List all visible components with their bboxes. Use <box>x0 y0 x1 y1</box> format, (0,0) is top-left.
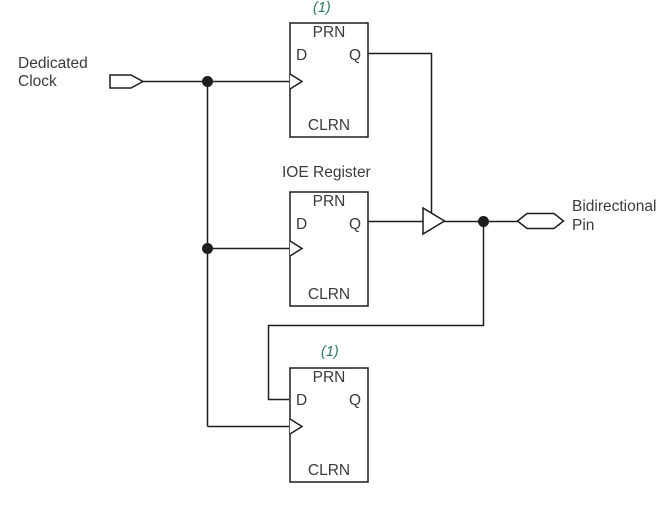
dedicated-clock-pin-icon <box>109 74 145 89</box>
d-input-label: D <box>296 47 308 64</box>
oe-register-box <box>289 22 369 138</box>
clock-edge-icon-middle <box>289 240 304 257</box>
wire-pin-feedback-to-input-register <box>267 221 485 401</box>
d-input-label: D <box>296 392 308 409</box>
note-annotation-bottom: (1) <box>321 344 339 360</box>
prn-label: PRN <box>312 193 346 210</box>
d-input-label: D <box>296 216 308 233</box>
bidirectional-pin-icon <box>516 212 565 230</box>
dedicated-clock-label-line2: Clock <box>18 73 57 90</box>
dedicated-clock-label: Dedicated Clock <box>18 55 88 91</box>
junction-dot-pin-node <box>478 216 489 227</box>
tristate-buffer-icon <box>422 206 446 236</box>
clock-edge-icon-bottom <box>289 418 304 435</box>
note-annotation-top: (1) <box>313 0 331 16</box>
clrn-label: CLRN <box>307 286 351 303</box>
clrn-label: CLRN <box>307 462 351 479</box>
oe-register: PRN D Q CLRN <box>290 23 368 137</box>
junction-dot-clock-top <box>202 76 213 87</box>
input-register: PRN D Q CLRN <box>290 368 368 482</box>
q-output-label: Q <box>348 216 361 233</box>
prn-label: PRN <box>312 369 346 386</box>
clock-edge-icon-top <box>289 73 304 90</box>
q-output-label: Q <box>348 392 361 409</box>
input-register-box <box>289 367 369 483</box>
dedicated-clock-label-line1: Dedicated <box>18 55 88 72</box>
bidirectional-pin-label-line1: Bidirectional <box>572 198 657 215</box>
bidirectional-pin-label-line2: Pin <box>572 217 595 234</box>
junction-dot-clock-middle <box>202 243 213 254</box>
output-register-box <box>289 191 369 307</box>
clrn-label: CLRN <box>307 117 351 134</box>
prn-label: PRN <box>312 24 346 41</box>
bidirectional-pin-label: Bidirectional Pin <box>572 197 656 235</box>
output-register: PRN D Q CLRN <box>290 192 368 306</box>
wire-oe-to-buffer-enable <box>368 52 433 213</box>
q-output-label: Q <box>348 47 361 64</box>
ioe-register-label: IOE Register <box>282 164 371 181</box>
